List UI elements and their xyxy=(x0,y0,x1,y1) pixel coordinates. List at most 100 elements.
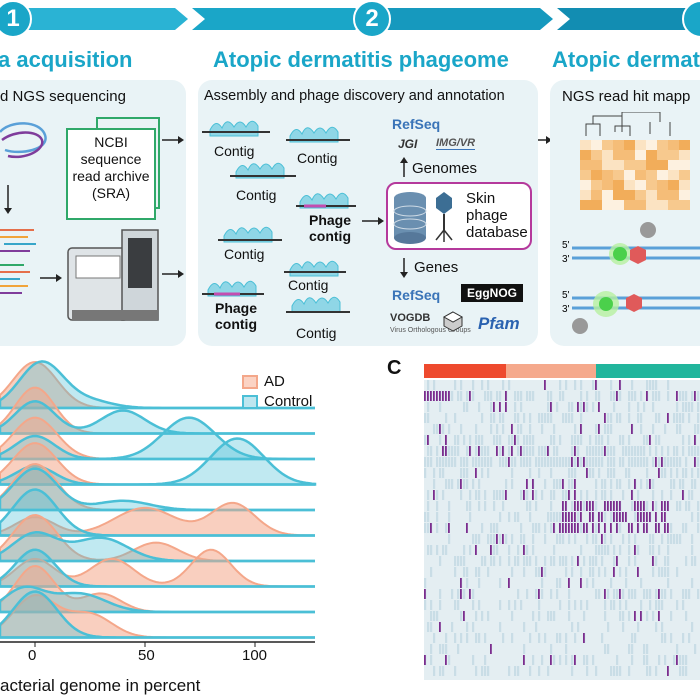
heatmap-hit xyxy=(655,457,657,467)
heatmap-cell xyxy=(547,611,550,621)
heatmap-cell xyxy=(496,424,499,434)
heatmap-cell xyxy=(475,435,478,445)
heatmap-cell xyxy=(649,589,652,599)
heatmap-cell xyxy=(499,556,502,566)
heatmap-cell xyxy=(688,435,691,445)
heatmap-cell xyxy=(559,391,562,401)
dna-reads-illustration xyxy=(0,122,62,294)
heatmap-cell xyxy=(436,501,439,511)
heatmap-cell xyxy=(697,468,700,478)
heatmap-cell xyxy=(541,490,544,500)
heatmap-cell xyxy=(490,424,493,434)
heatmap-cell xyxy=(478,479,481,489)
heatmap-cell xyxy=(559,479,562,489)
heatmap-cell xyxy=(592,457,595,467)
heatmap-cell xyxy=(610,468,613,478)
heatmap-cell xyxy=(514,413,517,423)
heatmap-hit xyxy=(469,446,471,456)
heatmap-cell xyxy=(496,490,499,500)
heatmap-cell xyxy=(445,479,448,489)
heatmap-cell xyxy=(436,545,439,555)
heatmap-cell xyxy=(481,556,484,566)
heatmap-cell xyxy=(598,457,601,467)
heatmap-cell xyxy=(499,413,502,423)
mini-heatmap-cell xyxy=(646,190,657,200)
genomes-label: Genomes xyxy=(412,160,478,177)
heatmap-cell xyxy=(439,435,442,445)
heatmap-cell xyxy=(688,633,691,643)
ridgeline-plot xyxy=(0,360,317,647)
heatmap-cell xyxy=(535,490,538,500)
heatmap-cell xyxy=(532,391,535,401)
heatmap-hit xyxy=(649,512,651,522)
heatmap-cell xyxy=(646,589,649,599)
heatmap-cell xyxy=(670,534,673,544)
heatmap-cell xyxy=(511,435,514,445)
heatmap-cell xyxy=(574,380,577,390)
heatmap-cell xyxy=(559,578,562,588)
heatmap-cell xyxy=(601,490,604,500)
heatmap-cell xyxy=(580,435,583,445)
contig-label-6: Contig xyxy=(296,325,337,341)
phage-contig-label-1: Phage contig xyxy=(308,212,351,244)
heatmap-cell xyxy=(670,523,673,533)
heatmap-hit xyxy=(604,501,606,511)
heatmap-cell xyxy=(676,468,679,478)
heatmap-cell xyxy=(586,578,589,588)
heatmap-cell xyxy=(640,457,643,467)
heatmap-cell xyxy=(463,468,466,478)
heatmap-cell xyxy=(628,479,631,489)
heatmap-cell xyxy=(430,655,433,665)
heatmap-cell xyxy=(499,457,502,467)
heatmap-cell xyxy=(478,534,481,544)
heatmap-cell xyxy=(592,380,595,390)
heatmap-cell xyxy=(568,600,571,610)
heatmap-hit xyxy=(583,523,585,533)
heatmap-cell xyxy=(577,435,580,445)
heatmap-cell xyxy=(613,589,616,599)
heatmap-cell xyxy=(676,402,679,412)
heatmap-cell xyxy=(487,380,490,390)
heatmap-cell xyxy=(529,666,532,676)
heatmap-cell xyxy=(673,457,676,467)
heatmap-cell xyxy=(526,391,529,401)
heatmap-cell xyxy=(505,534,508,544)
heatmap-cell xyxy=(475,666,478,676)
heatmap-cell xyxy=(478,600,481,610)
heatmap-cell xyxy=(691,512,694,522)
heatmap-cell xyxy=(544,523,547,533)
heatmap-cell xyxy=(445,413,448,423)
heatmap-cell xyxy=(631,391,634,401)
heatmap-cell xyxy=(493,545,496,555)
heatmap-hit xyxy=(658,611,660,621)
heatmap-cell xyxy=(430,622,433,632)
heatmap-cell xyxy=(640,413,643,423)
heatmap-hit xyxy=(631,490,633,500)
heatmap-cell xyxy=(592,534,595,544)
heatmap-cell xyxy=(568,402,571,412)
mini-heatmap-cell xyxy=(646,160,657,170)
heatmap-cell xyxy=(469,501,472,511)
heatmap-cell xyxy=(430,600,433,610)
heatmap-cell xyxy=(436,523,439,533)
heatmap-cell xyxy=(676,501,679,511)
heatmap-cell xyxy=(652,380,655,390)
heatmap-cell xyxy=(679,391,682,401)
heatmap-cell xyxy=(445,633,448,643)
heatmap-hit xyxy=(538,589,540,599)
heatmap-cell xyxy=(565,567,568,577)
heatmap-hit xyxy=(580,578,582,588)
heatmap-cell xyxy=(559,633,562,643)
mini-heatmap-cell xyxy=(602,150,613,160)
heatmap-cell xyxy=(610,479,613,489)
heatmap-cell xyxy=(550,501,553,511)
heatmap-cell xyxy=(583,611,586,621)
heatmap-cell xyxy=(682,479,685,489)
heatmap-cell xyxy=(523,446,526,456)
heatmap-cell xyxy=(550,644,553,654)
heatmap-cell xyxy=(652,611,655,621)
x-tick-100: 100 xyxy=(242,647,268,664)
mini-heatmap-cell xyxy=(635,140,646,150)
mini-heatmap-cell xyxy=(646,200,657,210)
heatmap-cell xyxy=(670,457,673,467)
